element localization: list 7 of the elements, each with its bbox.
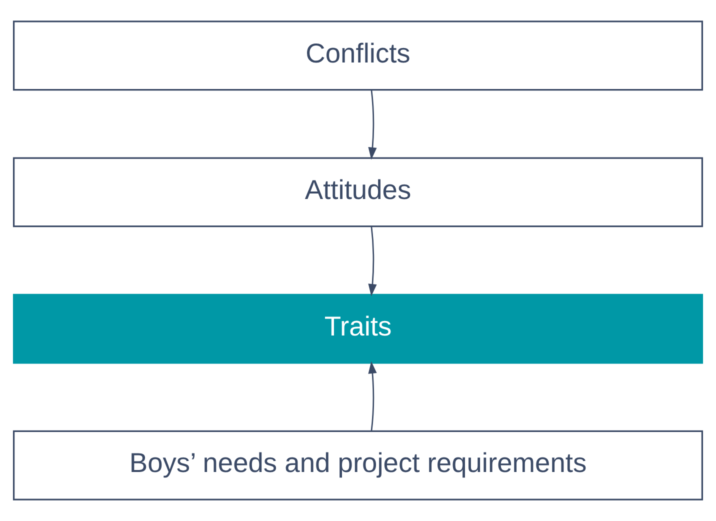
- arrow: [368, 361, 377, 431]
- node-box: Boys’ needs and project requirements: [12, 430, 704, 500]
- arrow: [368, 90, 377, 160]
- node-box: Attitudes: [12, 157, 704, 228]
- node-box: Conflicts: [12, 20, 704, 91]
- arrow: [368, 226, 377, 296]
- node-box: Traits: [12, 294, 704, 364]
